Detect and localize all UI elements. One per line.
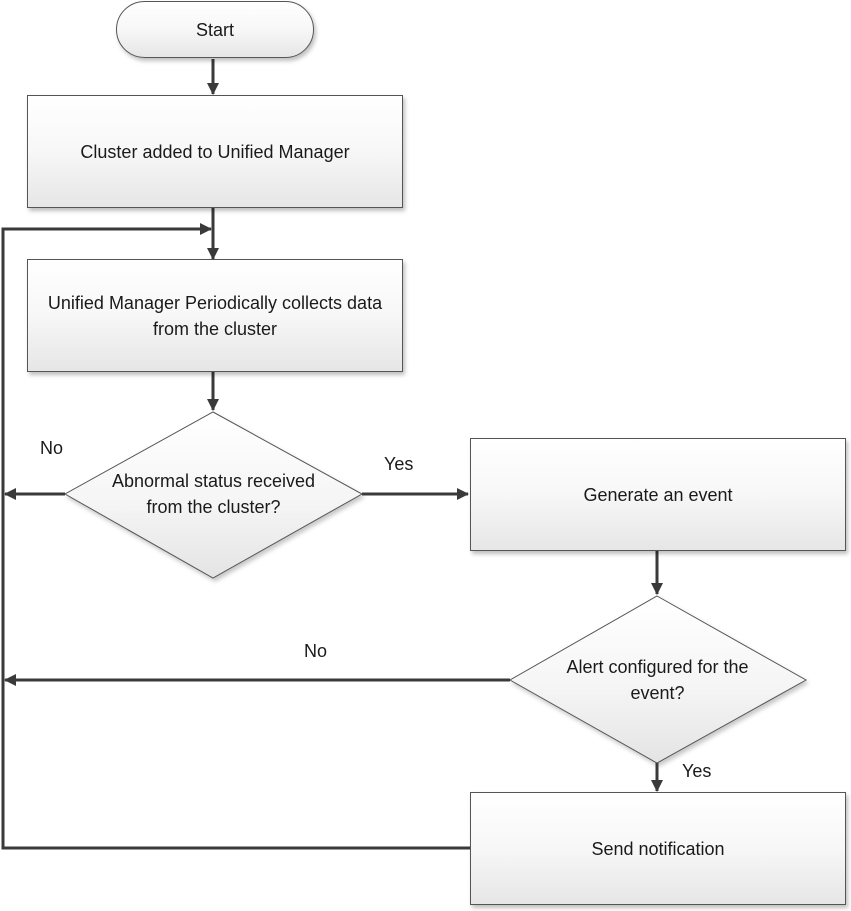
collects-data-box: Unified Manager Periodically collects da…: [27, 259, 403, 372]
alert-no-label: No: [304, 641, 328, 661]
alert-yes-label: Yes: [682, 761, 712, 781]
start-label: Start: [195, 19, 234, 40]
abnormal-no-label: No: [40, 438, 64, 458]
collects-data-label: Unified Manager Periodically collects da…: [47, 292, 383, 339]
cluster-added-box: Cluster added to Unified Manager: [27, 95, 403, 208]
abnormal-decision-text: Abnormal status received from the cluste…: [95, 466, 332, 522]
start-terminal: Start: [116, 1, 314, 58]
cluster-added-label: Cluster added to Unified Manager: [80, 141, 350, 162]
abnormal-yes-label: Yes: [384, 454, 414, 474]
alert-decision-label: Alert configured for the event?: [566, 657, 749, 703]
loop-back-line: [1, 223, 470, 850]
send-notification-label: Send notification: [591, 838, 725, 859]
abnormal-decision-shape: [63, 411, 364, 579]
generate-event-box: Generate an event: [470, 438, 846, 551]
alert-decision-text: Alert configured for the event?: [540, 652, 775, 708]
generate-event-label: Generate an event: [583, 484, 733, 505]
send-notification-box: Send notification: [470, 792, 846, 905]
abnormal-decision-label: Abnormal status received from the cluste…: [111, 471, 316, 517]
